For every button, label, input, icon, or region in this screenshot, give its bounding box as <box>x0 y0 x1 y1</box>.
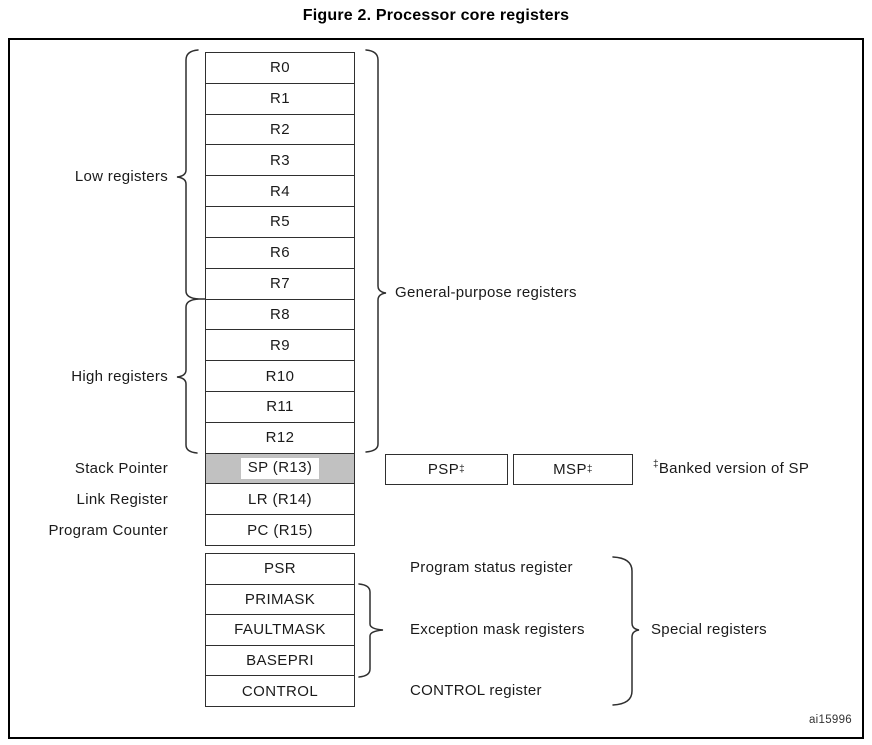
register-cell-basepri: BASEPRI <box>206 646 354 677</box>
special-registers-label: Special registers <box>651 621 767 638</box>
msp-box: MSP‡ <box>513 454 633 485</box>
banked-note: ‡Banked version of SP <box>653 459 809 479</box>
general-purpose-brace <box>365 49 387 453</box>
register-cell-pc: PC (R15) <box>247 521 313 539</box>
stack-pointer-label: Stack Pointer <box>74 460 168 477</box>
register-cell-sp: SP (R13) <box>206 453 354 485</box>
register-cell-control: CONTROL <box>241 682 319 700</box>
register-cell-r10: R10 <box>206 361 354 392</box>
register-cell-r4: R4 <box>206 176 354 208</box>
register-cell-r8: R8 <box>206 300 354 331</box>
psp-box: PSP‡ <box>385 454 508 485</box>
register-cell-r0: R0 <box>206 53 354 84</box>
low-registers-label: Low registers <box>74 168 168 185</box>
core-register-stack: R0 R1 R2 R3 R4 R5 R6 R7 R8 R9 R10 R11 R1… <box>205 52 355 546</box>
register-cell-primask: PRIMASK <box>206 585 354 616</box>
exception-mask-brace <box>358 583 384 678</box>
register-cell-r2: R2 <box>206 115 354 146</box>
register-cell-r12: R12 <box>206 423 354 454</box>
register-cell-r3: R3 <box>206 145 354 177</box>
special-registers-brace <box>612 556 640 706</box>
register-cell-r7: R7 <box>206 269 354 300</box>
special-register-stack: PSR PRIMASK FAULTMASK BASEPRI CONTROL <box>205 553 355 707</box>
register-cell-r11: R11 <box>206 392 354 423</box>
register-cell-r1: R1 <box>206 84 354 115</box>
high-registers-brace <box>176 298 199 454</box>
banked-note-text: Banked version of SP <box>658 460 810 477</box>
high-registers-label: High registers <box>71 368 168 385</box>
register-cell-faultmask: FAULTMASK <box>206 615 354 646</box>
brace-lines <box>176 49 640 706</box>
general-purpose-label: General-purpose registers <box>395 284 577 301</box>
msp-label: MSP <box>553 461 587 478</box>
diagram-frame: R0 R1 R2 R3 R4 R5 R6 R7 R8 R9 R10 R11 R1… <box>8 38 864 739</box>
banked-note-dagger: ‡ <box>653 459 659 470</box>
register-cell-psr: PSR <box>206 554 354 585</box>
exception-mask-label: Exception mask registers <box>410 621 585 638</box>
sp-label: SP (R13) <box>240 458 320 479</box>
figure-watermark: ai15996 <box>808 714 852 726</box>
control-register-label: CONTROL register <box>410 682 542 699</box>
register-cell-r9: R9 <box>206 330 354 362</box>
program-status-label: Program status register <box>410 559 573 576</box>
figure-title: Figure 2. Processor core registers <box>302 7 570 24</box>
register-cell-r5: R5 <box>206 207 354 238</box>
register-cell-lr: LR (R14) <box>206 484 354 516</box>
psp-label: PSP <box>427 461 460 478</box>
register-cell-r6: R6 <box>206 238 354 269</box>
program-counter-label: Program Counter <box>48 522 168 539</box>
low-registers-brace <box>176 49 206 300</box>
link-register-label: Link Register <box>76 491 168 508</box>
